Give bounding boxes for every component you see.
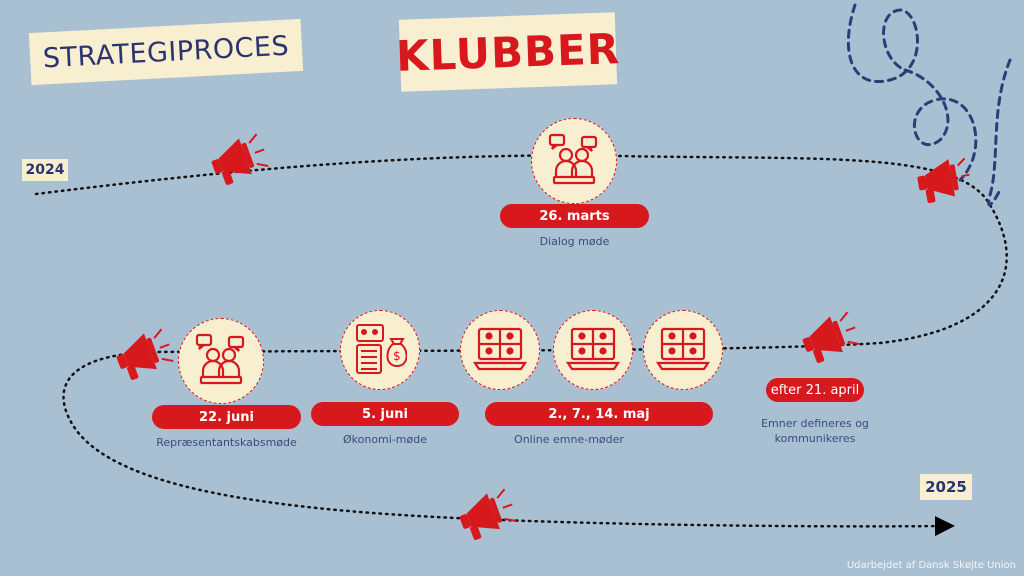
event-date-pill: 22. juni [152,405,301,429]
video-call-laptop-icon [460,310,540,390]
event-caption: Økonomi-møde [342,433,427,446]
event-caption-line: kommunikeres [774,432,856,445]
finance-icon: $ [340,310,420,390]
svg-text:$: $ [393,349,401,363]
dialog-meeting-icon [531,118,617,204]
dialog-meeting-icon [178,318,264,404]
credit-text: Udarbejdet af Dansk Skøjte Union [846,560,1016,571]
event-date-pill: 2., 7., 14. maj [485,402,713,426]
video-call-laptop-icon [643,310,723,390]
event-caption: Emner defineres og kommunikeres [748,416,882,446]
event-date-pill: efter 21. april [766,378,864,402]
megaphone-icon [116,133,970,540]
event-caption: Dialog møde [539,235,610,248]
event-caption: Repræsentantskabsmøde [156,436,297,449]
event-caption-line: Emner defineres og [761,417,869,430]
video-call-laptop-icon [553,310,633,390]
year-start-label: 2024 [22,159,68,181]
event-date-pill: 5. juni [311,402,459,426]
decorative-loops [847,3,1012,207]
event-caption: Online emne-møder [514,433,624,446]
page-title: KLUBBER [395,12,621,92]
year-end-label: 2025 [920,474,972,500]
event-date-pill: 26. marts [500,204,649,228]
